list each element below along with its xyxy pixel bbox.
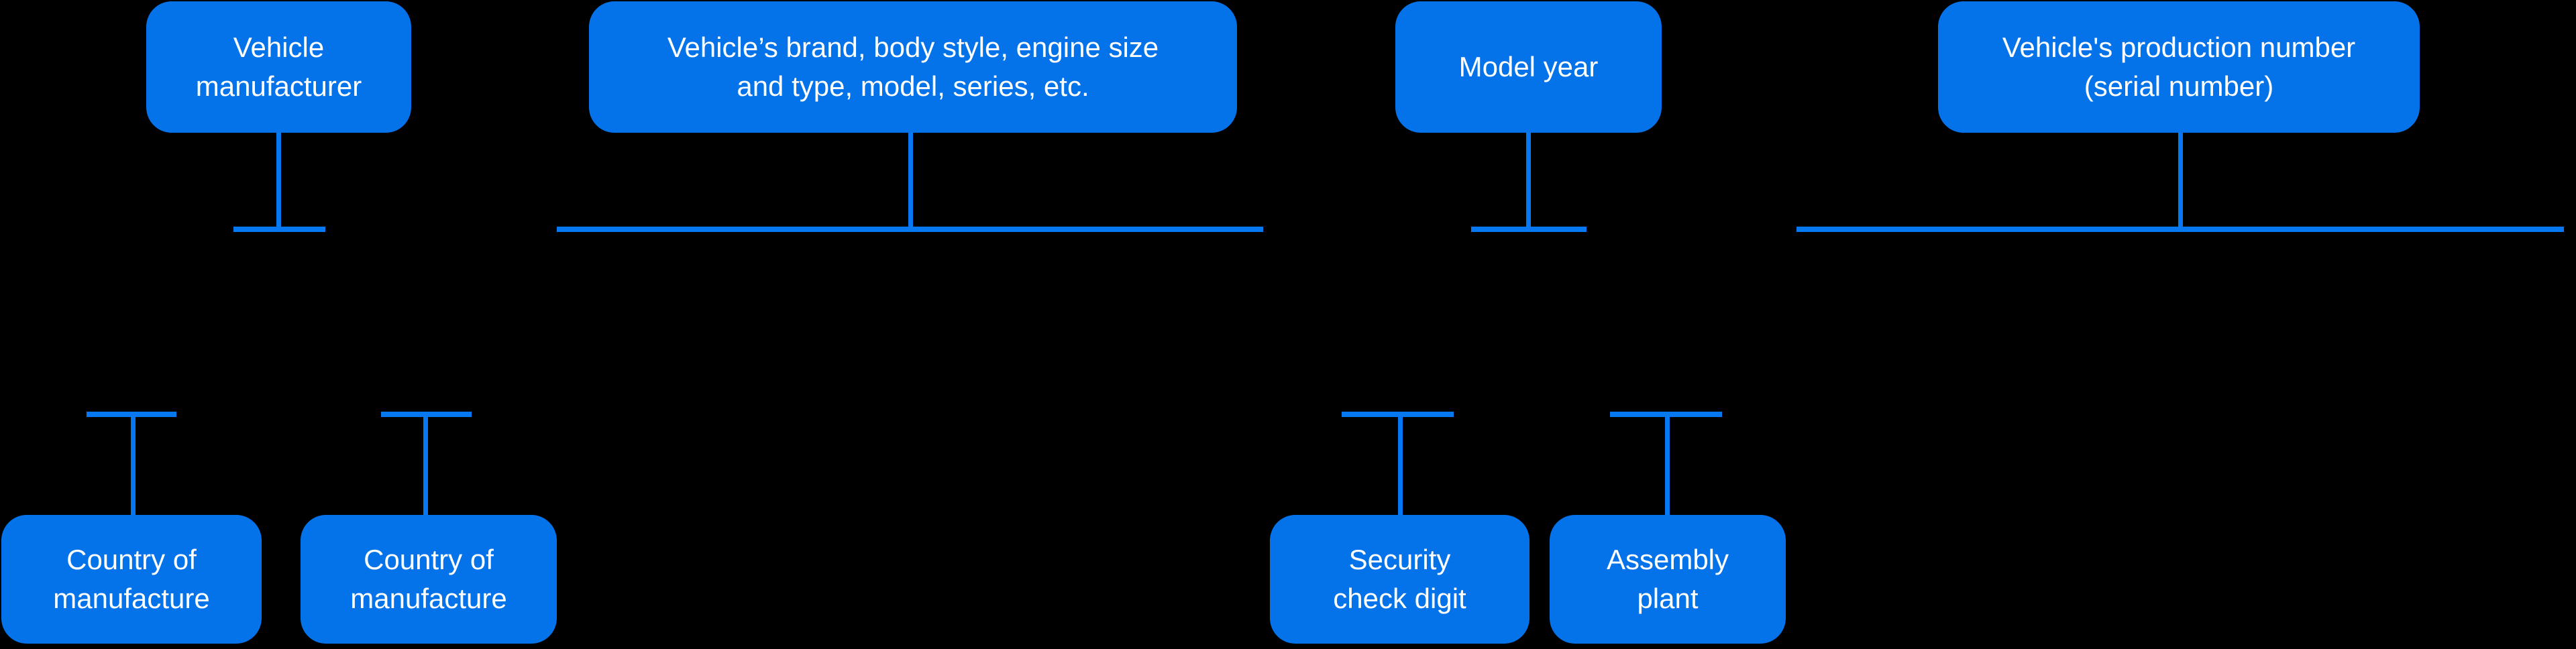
node-production-number: Vehicle's production number (serial numb… — [1938, 1, 2420, 133]
connector-stem-vehicle-descriptor — [908, 133, 913, 231]
connector-stem-assembly-plant — [1665, 416, 1670, 515]
node-model-year: Model year — [1395, 1, 1662, 133]
connector-stem-security-check-digit — [1398, 416, 1403, 515]
connector-tick-vehicle-manufacturer — [233, 227, 325, 232]
connector-tick-country-2 — [381, 412, 472, 417]
node-vehicle-manufacturer: Vehicle manufacturer — [146, 1, 411, 133]
connector-tick-vehicle-descriptor — [557, 227, 1263, 232]
node-vehicle-descriptor: Vehicle’s brand, body style, engine size… — [589, 1, 1237, 133]
connector-tick-country-1 — [87, 412, 176, 417]
connector-stem-country-2 — [423, 416, 428, 515]
connector-tick-model-year — [1471, 227, 1587, 232]
connector-tick-production-number — [1796, 227, 2564, 232]
node-country-of-manufacture-1: Country of manufacture — [1, 515, 262, 644]
node-security-check-digit: Security check digit — [1270, 515, 1529, 644]
connector-stem-country-1 — [131, 416, 136, 515]
node-country-of-manufacture-2: Country of manufacture — [301, 515, 557, 644]
connector-tick-assembly-plant — [1610, 412, 1722, 417]
node-assembly-plant: Assembly plant — [1550, 515, 1786, 644]
connector-stem-vehicle-manufacturer — [276, 133, 281, 231]
connector-stem-model-year — [1526, 133, 1531, 231]
connector-stem-production-number — [2178, 133, 2183, 231]
connector-tick-security-check-digit — [1342, 412, 1454, 417]
